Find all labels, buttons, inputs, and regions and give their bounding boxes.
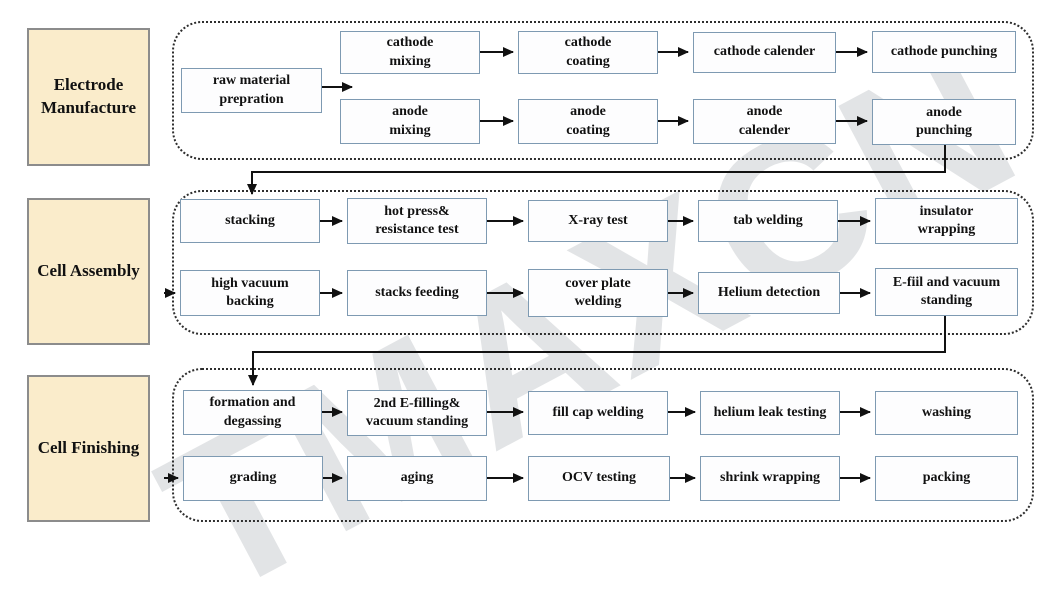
node-anode-coating: anode coating xyxy=(518,99,658,144)
node-cathode-punching: cathode punching xyxy=(872,31,1016,73)
node-ocv-testing: OCV testing xyxy=(528,456,670,501)
node-fill-cap-welding: fill cap welding xyxy=(528,391,668,435)
node-2nd-e-filling-vacuum-standing: 2nd E-filling& vacuum standing xyxy=(347,390,487,436)
node-e-fiil-and-vacuum-standing: E-fiil and vacuum standing xyxy=(875,268,1018,316)
node-tab-welding: tab welding xyxy=(698,200,838,242)
node-washing: washing xyxy=(875,391,1018,435)
node-grading: grading xyxy=(183,456,323,501)
node-formation-and-degassing: formation and degassing xyxy=(183,390,322,435)
node-cathode-calender: cathode calender xyxy=(693,32,836,73)
node-aging: aging xyxy=(347,456,487,501)
node-anode-punching: anode punching xyxy=(872,99,1016,145)
node-anode-calender: anode calender xyxy=(693,99,836,144)
node-cover-plate-welding: cover plate welding xyxy=(528,269,668,317)
node-anode-mixing: anode mixing xyxy=(340,99,480,144)
stage-label-cell-assembly: Cell Assembly xyxy=(27,198,150,345)
node-insulator-wrapping: insulator wrapping xyxy=(875,198,1018,244)
node-cathode-coating: cathode coating xyxy=(518,31,658,74)
node-high-vacuum-backing: high vacuum backing xyxy=(180,270,320,316)
node-raw-material-prepration: raw material prepration xyxy=(181,68,322,113)
node-cathode-mixing: cathode mixing xyxy=(340,31,480,74)
node-packing: packing xyxy=(875,456,1018,501)
node-helium-leak-testing: helium leak testing xyxy=(700,391,840,435)
node-helium-detection: Helium detection xyxy=(698,272,840,314)
node-hot-press-resistance-test: hot press& resistance test xyxy=(347,198,487,244)
node-stacks-feeding: stacks feeding xyxy=(347,270,487,316)
stage-label-electrode-manufacture: Electrode Manufacture xyxy=(27,28,150,166)
node-stacking: stacking xyxy=(180,199,320,243)
node-shrink-wrapping: shrink wrapping xyxy=(700,456,840,501)
node-x-ray-test: X-ray test xyxy=(528,200,668,242)
stage-label-cell-finishing: Cell Finishing xyxy=(27,375,150,522)
